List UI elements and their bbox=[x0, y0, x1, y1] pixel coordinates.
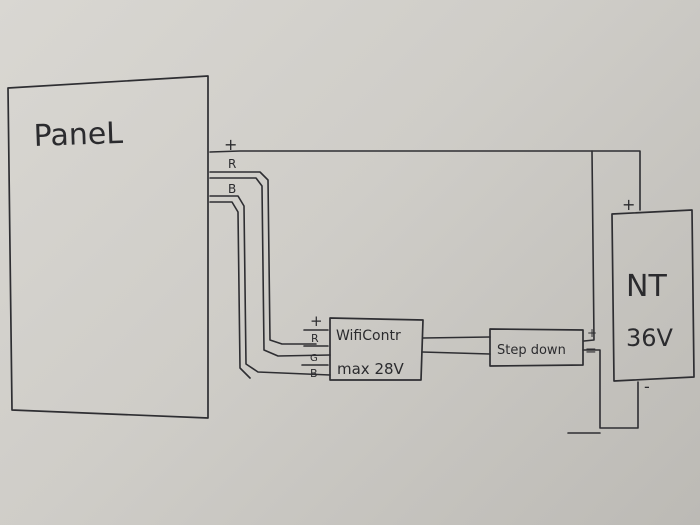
wire-psu-plus-to-stepdown-plus bbox=[583, 150, 595, 342]
wifi-controller-rating: max 28V bbox=[337, 360, 405, 378]
stepdown-terminal-minus: = bbox=[585, 343, 597, 359]
wire-panel-r-to-wifi-r-return bbox=[209, 177, 331, 357]
wifi-terminal-g: G bbox=[310, 353, 318, 364]
panel-box bbox=[7, 75, 209, 419]
panel-terminal-plus: + bbox=[224, 135, 237, 154]
wire-panel-b-to-wifi-b-return bbox=[209, 201, 251, 379]
wire-stepdown-minus-to-psu-minus bbox=[582, 349, 639, 429]
psu-label: NT bbox=[626, 269, 667, 304]
wifi-terminal-r: R bbox=[311, 332, 319, 345]
wire-panel-b-to-wifi-b bbox=[209, 195, 331, 376]
wire-panel-plus-to-psu-plus bbox=[209, 150, 641, 211]
wifi-controller-box bbox=[329, 317, 424, 381]
wire-wifi-to-stepdown-top bbox=[422, 336, 491, 339]
wifi-controller-label: WifiContr bbox=[336, 328, 401, 344]
wire-panel-r-to-wifi-r bbox=[209, 171, 317, 345]
wire-wifi-to-stepdown-bottom bbox=[421, 351, 491, 355]
panel-terminal-b: B bbox=[228, 182, 236, 196]
stepdown-terminal-plus: + bbox=[587, 326, 597, 340]
panel-label: PaneL bbox=[33, 116, 124, 154]
stepdown-label: Step down bbox=[497, 343, 566, 358]
wifi-terminal-b: B bbox=[310, 367, 318, 380]
psu-terminal-minus: - bbox=[644, 377, 650, 396]
stepdown-box bbox=[489, 328, 584, 367]
psu-terminal-plus: + bbox=[622, 195, 635, 214]
psu-voltage: 36V bbox=[626, 324, 674, 352]
panel-terminal-r: R bbox=[228, 157, 236, 171]
wifi-terminal-plus: + bbox=[310, 312, 323, 330]
psu-box bbox=[611, 209, 695, 382]
